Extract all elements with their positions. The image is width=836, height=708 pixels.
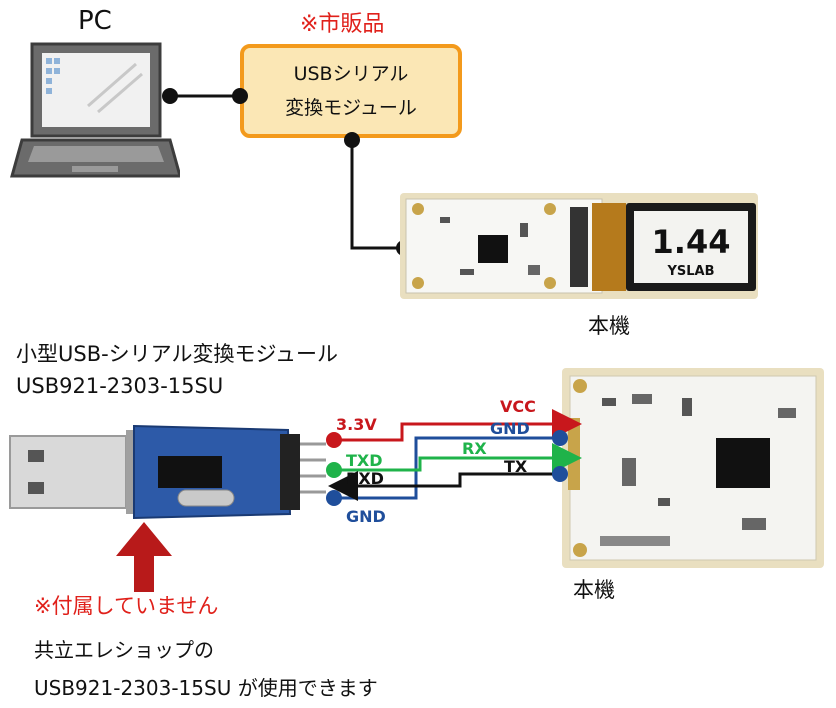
pin-label-vcc: VCC [500,397,536,416]
module-to-device-line [350,140,402,250]
market-note: ※市販品 [300,12,385,37]
note-usable: USB921-2303-15SU が使用できます [34,676,378,700]
pin-label-txd: TXD [346,451,383,470]
lcd-brand: YSLAB [666,264,714,279]
pin-label-gnd-left: GND [346,507,386,526]
device-board-top: 1.44 YSLAB [400,193,758,299]
module-left-dot [232,88,248,104]
pc-label: PC [78,6,112,36]
up-arrow-icon [116,522,172,592]
usb-module-line1: USBシリアル [293,63,409,85]
device-label-bottom: 本機 [573,578,615,602]
pin-dot-gnd-right [552,430,568,446]
note-not-included: ※付属していません [34,594,219,618]
pin-dot-tx [552,466,568,482]
pc-connector-dot [162,88,178,104]
note-shop: 共立エレショップの [34,638,214,662]
pin-label-rx: RX [462,439,487,458]
laptop-icon [10,42,180,178]
pin-label-rxd: RXD [346,469,384,488]
usb-module-line2: 変換モジュール [285,97,417,119]
pin-dot-txd [326,462,342,478]
wire-gnd [334,436,560,500]
wire-tx-rxd [328,471,560,501]
usb-dongle [9,424,326,520]
pin-label-3v3: 3.3V [336,415,377,434]
module-title: 小型USB-シリアル変換モジュール [16,342,339,366]
module-part-number: USB921-2303-15SU [16,374,224,398]
device-label-top: 本機 [588,314,630,338]
usb-serial-module-box: USBシリアル 変換モジュール [240,44,462,138]
wiring-diagram: 3.3V TXD RXD GND VCC GND RX TX [326,397,582,526]
pin-label-gnd-right: GND [490,419,530,438]
pin-dot-3v3 [326,432,342,448]
lcd-value: 1.44 [652,223,731,261]
wire-txd-rx [334,443,582,473]
pin-label-tx: TX [504,457,528,476]
pin-dot-gnd-left [326,490,342,506]
wire-vcc [334,409,582,442]
module-bottom-dot [344,132,360,148]
